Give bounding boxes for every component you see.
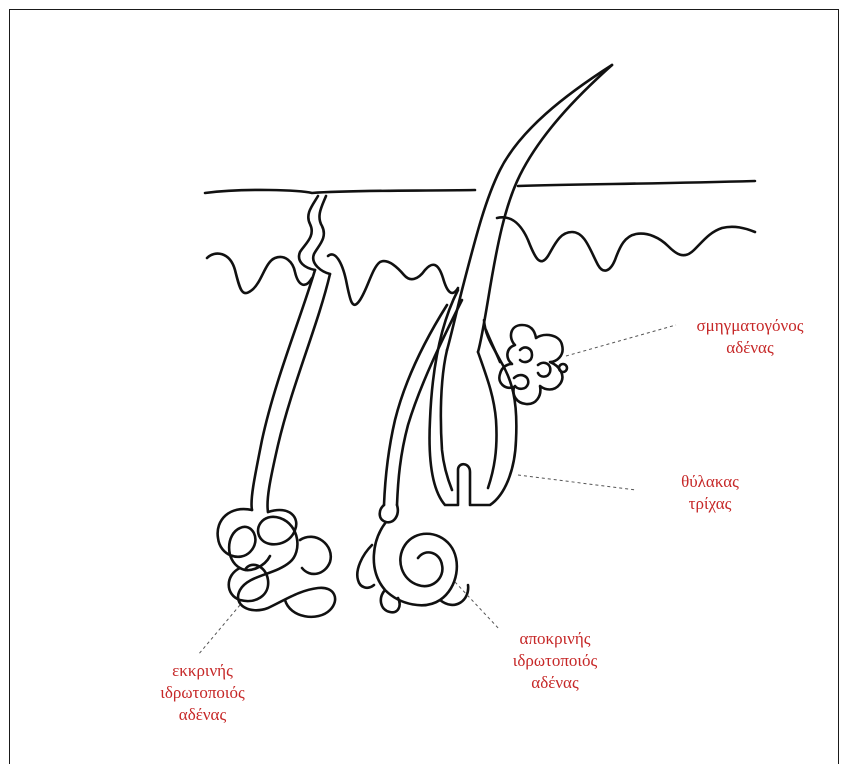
dermal-junction-right [497, 217, 755, 270]
hair-follicle-inner [441, 350, 452, 490]
hair-follicle-inner-right [478, 352, 497, 488]
dermal-junction-middle [328, 254, 458, 304]
label-sebaceous-gland: σμηγματογόνος αδένας [660, 315, 840, 359]
label-line: εκκρινής [120, 660, 285, 682]
label-line: τρίχας [640, 493, 780, 515]
label-line: αποκρινής [480, 628, 630, 650]
sebaceous-gland [499, 325, 562, 404]
leader-follicle [518, 475, 636, 490]
label-line: αδένας [120, 704, 285, 726]
sebaceous-duct [486, 330, 500, 362]
hair-follicle-outer [430, 290, 517, 505]
leader-eccrine [198, 605, 240, 655]
label-line: ιδρωτοποιός [480, 650, 630, 672]
epidermis-surface-right [518, 181, 755, 186]
apocrine-coil [357, 505, 468, 612]
eccrine-coil [218, 509, 335, 617]
leader-apocrine [455, 582, 500, 630]
label-hair-follicle: θύλακας τρίχας [640, 471, 780, 515]
eccrine-duct-top [299, 196, 318, 270]
eccrine-duct-left-wall [251, 270, 315, 510]
eccrine-duct-top-b [313, 196, 330, 274]
label-line: σμηγματογόνος [660, 315, 840, 337]
label-line: θύλακας [640, 471, 780, 493]
label-apocrine-gland: αποκρινής ιδρωτοποιός αδένας [480, 628, 630, 694]
epidermis-surface-left [205, 190, 475, 193]
label-line: αδένας [660, 337, 840, 359]
sebaceous-lobule-detail-3 [514, 375, 528, 389]
label-line: αδένας [480, 672, 630, 694]
dermal-junction-left [207, 254, 312, 294]
hair-shaft-right [478, 65, 612, 352]
eccrine-duct-right-wall [267, 274, 330, 512]
sebaceous-lobule-detail-2 [538, 363, 550, 377]
label-line: ιδρωτοποιός [120, 682, 285, 704]
sebaceous-lobule-dot [559, 364, 567, 372]
hair-shaft-left [447, 65, 612, 350]
sebaceous-lobule-detail-1 [520, 348, 532, 363]
label-eccrine-gland: εκκρινής ιδρωτοποιός αδένας [120, 660, 285, 726]
